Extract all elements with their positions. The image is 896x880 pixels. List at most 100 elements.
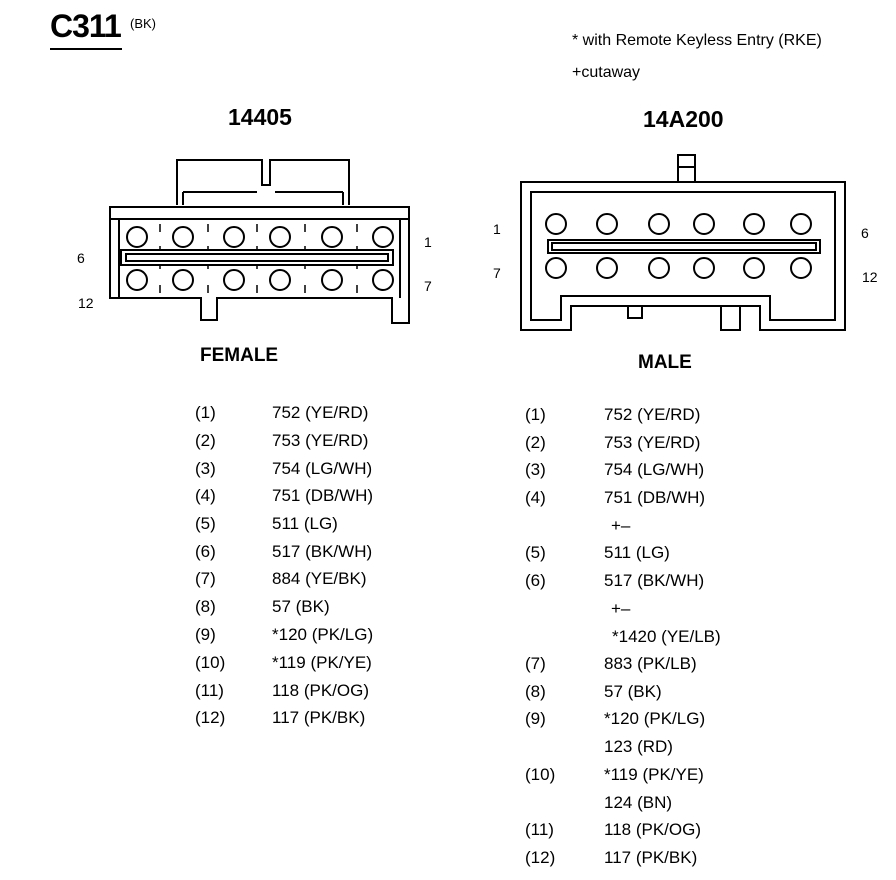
male-terminals xyxy=(545,213,812,279)
female-label: FEMALE xyxy=(200,345,279,366)
female-terminal xyxy=(126,226,148,248)
female-circuit: 884 (YE/BK) xyxy=(272,569,367,588)
female-pin-number: (11) xyxy=(195,681,224,700)
male-terminal xyxy=(693,213,715,235)
female-pin-number: (4) xyxy=(195,486,216,505)
female-terminal xyxy=(321,269,343,291)
male-pin-number: (8) xyxy=(525,682,546,701)
cutaway-footnote: +cutaway xyxy=(572,64,641,81)
male-cutaway-mark: +– xyxy=(611,516,631,535)
female-terminals xyxy=(126,226,394,291)
male-circuit: 123 (RD) xyxy=(604,737,673,756)
female-pin-label-6: 6 xyxy=(77,250,85,266)
female-center-bar-inner xyxy=(125,253,389,262)
male-pin-label-12: 12 xyxy=(862,269,878,285)
male-circuit: *119 (PK/YE) xyxy=(604,765,704,784)
female-terminal xyxy=(126,269,148,291)
female-pin-number: (12) xyxy=(195,708,226,727)
male-body-outline xyxy=(520,181,846,331)
female-terminal xyxy=(172,226,194,248)
female-pin-number: (9) xyxy=(195,625,216,644)
male-center-bar xyxy=(547,239,821,254)
female-pin-number: (5) xyxy=(195,514,216,533)
connector-id: C311 xyxy=(50,8,122,44)
female-pin-number: (3) xyxy=(195,459,216,478)
female-pin-number: (8) xyxy=(195,597,216,616)
male-terminal xyxy=(743,213,765,235)
female-pin-number: (2) xyxy=(195,431,216,450)
female-circuit: 57 (BK) xyxy=(272,597,330,616)
male-pin-number: (3) xyxy=(525,460,546,479)
female-pin-number: (1) xyxy=(195,403,216,422)
male-circuit: 117 (PK/BK) xyxy=(604,848,698,867)
male-terminal xyxy=(648,213,670,235)
male-key-tab xyxy=(677,154,696,183)
male-terminal xyxy=(693,257,715,279)
female-terminal xyxy=(172,269,194,291)
male-terminal xyxy=(743,257,765,279)
male-terminal xyxy=(596,213,618,235)
male-pin-number: (5) xyxy=(525,543,546,562)
male-pin-number: (11) xyxy=(525,820,554,839)
male-pin-label-1: 1 xyxy=(493,221,501,237)
male-pin-label-7: 7 xyxy=(493,265,501,281)
male-terminal xyxy=(648,257,670,279)
male-circuit: 118 (PK/OG) xyxy=(604,820,701,839)
female-pin-label-7: 7 xyxy=(424,278,432,294)
male-part-number: 14A200 xyxy=(643,106,724,132)
male-circuit: 753 (YE/RD) xyxy=(604,433,701,452)
male-circuit: 511 (LG) xyxy=(604,543,670,562)
female-terminal xyxy=(223,269,245,291)
female-terminal xyxy=(321,226,343,248)
female-latch xyxy=(176,159,350,205)
male-pin-number: (6) xyxy=(525,571,546,590)
title-underline xyxy=(50,48,122,50)
female-circuit: 752 (YE/RD) xyxy=(272,403,369,422)
female-terminal xyxy=(372,269,394,291)
female-terminal xyxy=(223,226,245,248)
male-cutaway-mark: +– xyxy=(611,599,631,618)
female-part-number: 14405 xyxy=(228,104,292,130)
male-label: MALE xyxy=(638,352,692,373)
male-circuit: 754 (LG/WH) xyxy=(604,460,705,479)
female-circuit: *120 (PK/LG) xyxy=(272,625,374,644)
male-terminal xyxy=(790,213,812,235)
male-pin-number: (2) xyxy=(525,433,546,452)
female-circuit: 117 (PK/BK) xyxy=(272,708,366,727)
female-body-outline xyxy=(109,206,410,324)
female-pin-label-12: 12 xyxy=(78,295,94,311)
female-circuit: *119 (PK/YE) xyxy=(272,653,372,672)
female-pin-number: (6) xyxy=(195,542,216,561)
male-circuit: 752 (YE/RD) xyxy=(604,405,701,424)
female-circuit: 753 (YE/RD) xyxy=(272,431,369,450)
male-pin-number: (1) xyxy=(525,405,546,424)
female-terminal xyxy=(372,226,394,248)
male-circuit: 517 (BK/WH) xyxy=(604,571,705,590)
male-center-bar-inner xyxy=(551,242,817,251)
female-terminal xyxy=(269,226,291,248)
female-terminal xyxy=(269,269,291,291)
male-pin-label-6: 6 xyxy=(861,225,869,241)
rke-footnote: * with Remote Keyless Entry (RKE) xyxy=(572,32,822,49)
male-circuit: 883 (PK/LB) xyxy=(604,654,697,673)
female-circuit: 517 (BK/WH) xyxy=(272,542,373,561)
female-pin-number: (10) xyxy=(195,653,226,672)
male-circuit: 751 (DB/WH) xyxy=(604,488,706,507)
male-pin-number: (7) xyxy=(525,654,546,673)
male-circuit: 124 (BN) xyxy=(604,793,673,812)
male-body-inner xyxy=(530,191,836,321)
male-terminal xyxy=(596,257,618,279)
female-circuit: 118 (PK/OG) xyxy=(272,681,369,700)
female-circuit: 754 (LG/WH) xyxy=(272,459,373,478)
female-pin-label-1: 1 xyxy=(424,234,432,250)
male-circuit: *1420 (YE/LB) xyxy=(612,627,721,646)
female-circuit: 751 (DB/WH) xyxy=(272,486,374,505)
male-pin-number: (12) xyxy=(525,848,556,867)
male-terminal xyxy=(545,257,567,279)
male-circuit: 57 (BK) xyxy=(604,682,662,701)
connector-color-code: (BK) xyxy=(130,16,156,31)
male-terminal xyxy=(790,257,812,279)
male-circuit: *120 (PK/LG) xyxy=(604,709,706,728)
